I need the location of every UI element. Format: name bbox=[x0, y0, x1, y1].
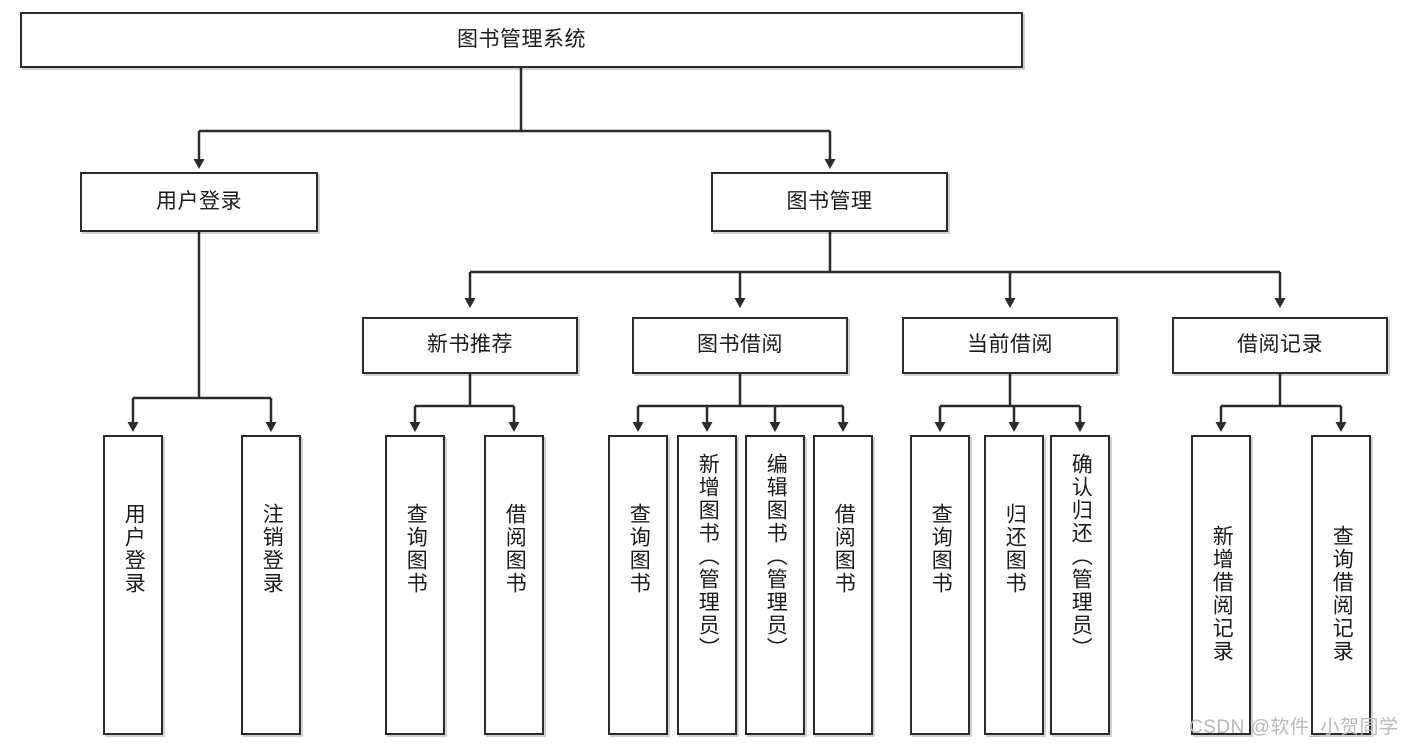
node-leaf-query-book-bb-label: 查询图书 bbox=[627, 503, 651, 595]
node-book-borrow-label: 图书借阅 bbox=[697, 333, 783, 357]
node-leaf-query-book-cb[interactable]: 查询图书 bbox=[910, 435, 970, 735]
node-leaf-confirm-return[interactable]: 确认归还（管理员） bbox=[1050, 435, 1110, 735]
node-leaf-borrow-book-rec-label: 借阅图书 bbox=[503, 503, 527, 595]
node-user-login[interactable]: 用户登录 bbox=[80, 172, 318, 232]
node-new-book-rec[interactable]: 新书推荐 bbox=[362, 317, 578, 374]
node-leaf-edit-book-label: 编辑图书（管理员） bbox=[764, 453, 788, 660]
node-book-manage[interactable]: 图书管理 bbox=[711, 172, 948, 232]
node-leaf-borrow-book-rec[interactable]: 借阅图书 bbox=[484, 435, 544, 735]
node-leaf-user-logout-label: 注销登录 bbox=[260, 503, 284, 595]
node-leaf-return-book[interactable]: 归还图书 bbox=[984, 435, 1044, 735]
node-leaf-edit-book[interactable]: 编辑图书（管理员） bbox=[745, 435, 805, 735]
node-user-login-label: 用户登录 bbox=[156, 189, 242, 213]
node-leaf-add-record-label: 新增借阅记录 bbox=[1210, 525, 1234, 663]
node-current-borrow-label: 当前借阅 bbox=[967, 333, 1053, 357]
node-leaf-add-book-label: 新增图书（管理员） bbox=[696, 453, 720, 660]
node-leaf-query-book-cb-label: 查询图书 bbox=[929, 503, 953, 595]
node-leaf-query-book-bb[interactable]: 查询图书 bbox=[608, 435, 668, 735]
node-borrow-record-label: 借阅记录 bbox=[1237, 333, 1323, 357]
node-leaf-query-book-rec[interactable]: 查询图书 bbox=[385, 435, 445, 735]
node-leaf-add-record[interactable]: 新增借阅记录 bbox=[1191, 435, 1251, 735]
node-leaf-user-logout[interactable]: 注销登录 bbox=[241, 435, 301, 735]
csdn-watermark: CSDN @软件_小贺同学 bbox=[1189, 717, 1399, 738]
node-leaf-user-login-label: 用户登录 bbox=[122, 503, 146, 595]
node-book-borrow[interactable]: 图书借阅 bbox=[632, 317, 848, 374]
node-leaf-borrow-book-bb[interactable]: 借阅图书 bbox=[813, 435, 873, 735]
node-leaf-add-book[interactable]: 新增图书（管理员） bbox=[677, 435, 737, 735]
node-leaf-borrow-book-bb-label: 借阅图书 bbox=[832, 503, 856, 595]
node-leaf-query-book-rec-label: 查询图书 bbox=[404, 503, 428, 595]
node-root[interactable]: 图书管理系统 bbox=[20, 12, 1023, 68]
node-root-label: 图书管理系统 bbox=[457, 27, 586, 51]
node-leaf-user-login[interactable]: 用户登录 bbox=[103, 435, 163, 735]
node-leaf-query-record-label: 查询借阅记录 bbox=[1330, 525, 1354, 663]
node-leaf-return-book-label: 归还图书 bbox=[1003, 503, 1027, 595]
node-current-borrow[interactable]: 当前借阅 bbox=[902, 317, 1118, 374]
node-new-book-rec-label: 新书推荐 bbox=[427, 333, 513, 357]
node-book-manage-label: 图书管理 bbox=[786, 189, 873, 213]
node-leaf-confirm-return-label: 确认归还（管理员） bbox=[1069, 453, 1093, 660]
node-borrow-record[interactable]: 借阅记录 bbox=[1172, 317, 1388, 374]
node-leaf-query-record[interactable]: 查询借阅记录 bbox=[1311, 435, 1371, 735]
